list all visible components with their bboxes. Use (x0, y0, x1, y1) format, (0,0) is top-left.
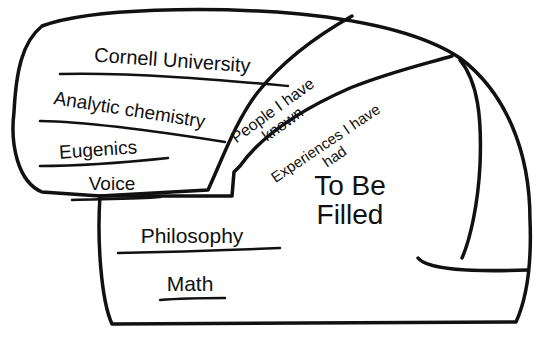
underline (118, 248, 280, 253)
brain-outline (13, 10, 530, 324)
region-label: Voice (89, 174, 135, 194)
region-label: Cornell University (93, 44, 251, 76)
region-label: Philosophy (141, 225, 244, 247)
region-line (418, 258, 528, 271)
region-label: Analytic chemistry (53, 88, 207, 132)
region-line (460, 60, 480, 258)
region-label: Eugenics (58, 137, 137, 162)
underline (72, 197, 160, 200)
underline (160, 298, 225, 300)
underline (60, 74, 288, 86)
region-label: To Be Filled (295, 171, 405, 230)
region-label: Math (167, 273, 214, 295)
